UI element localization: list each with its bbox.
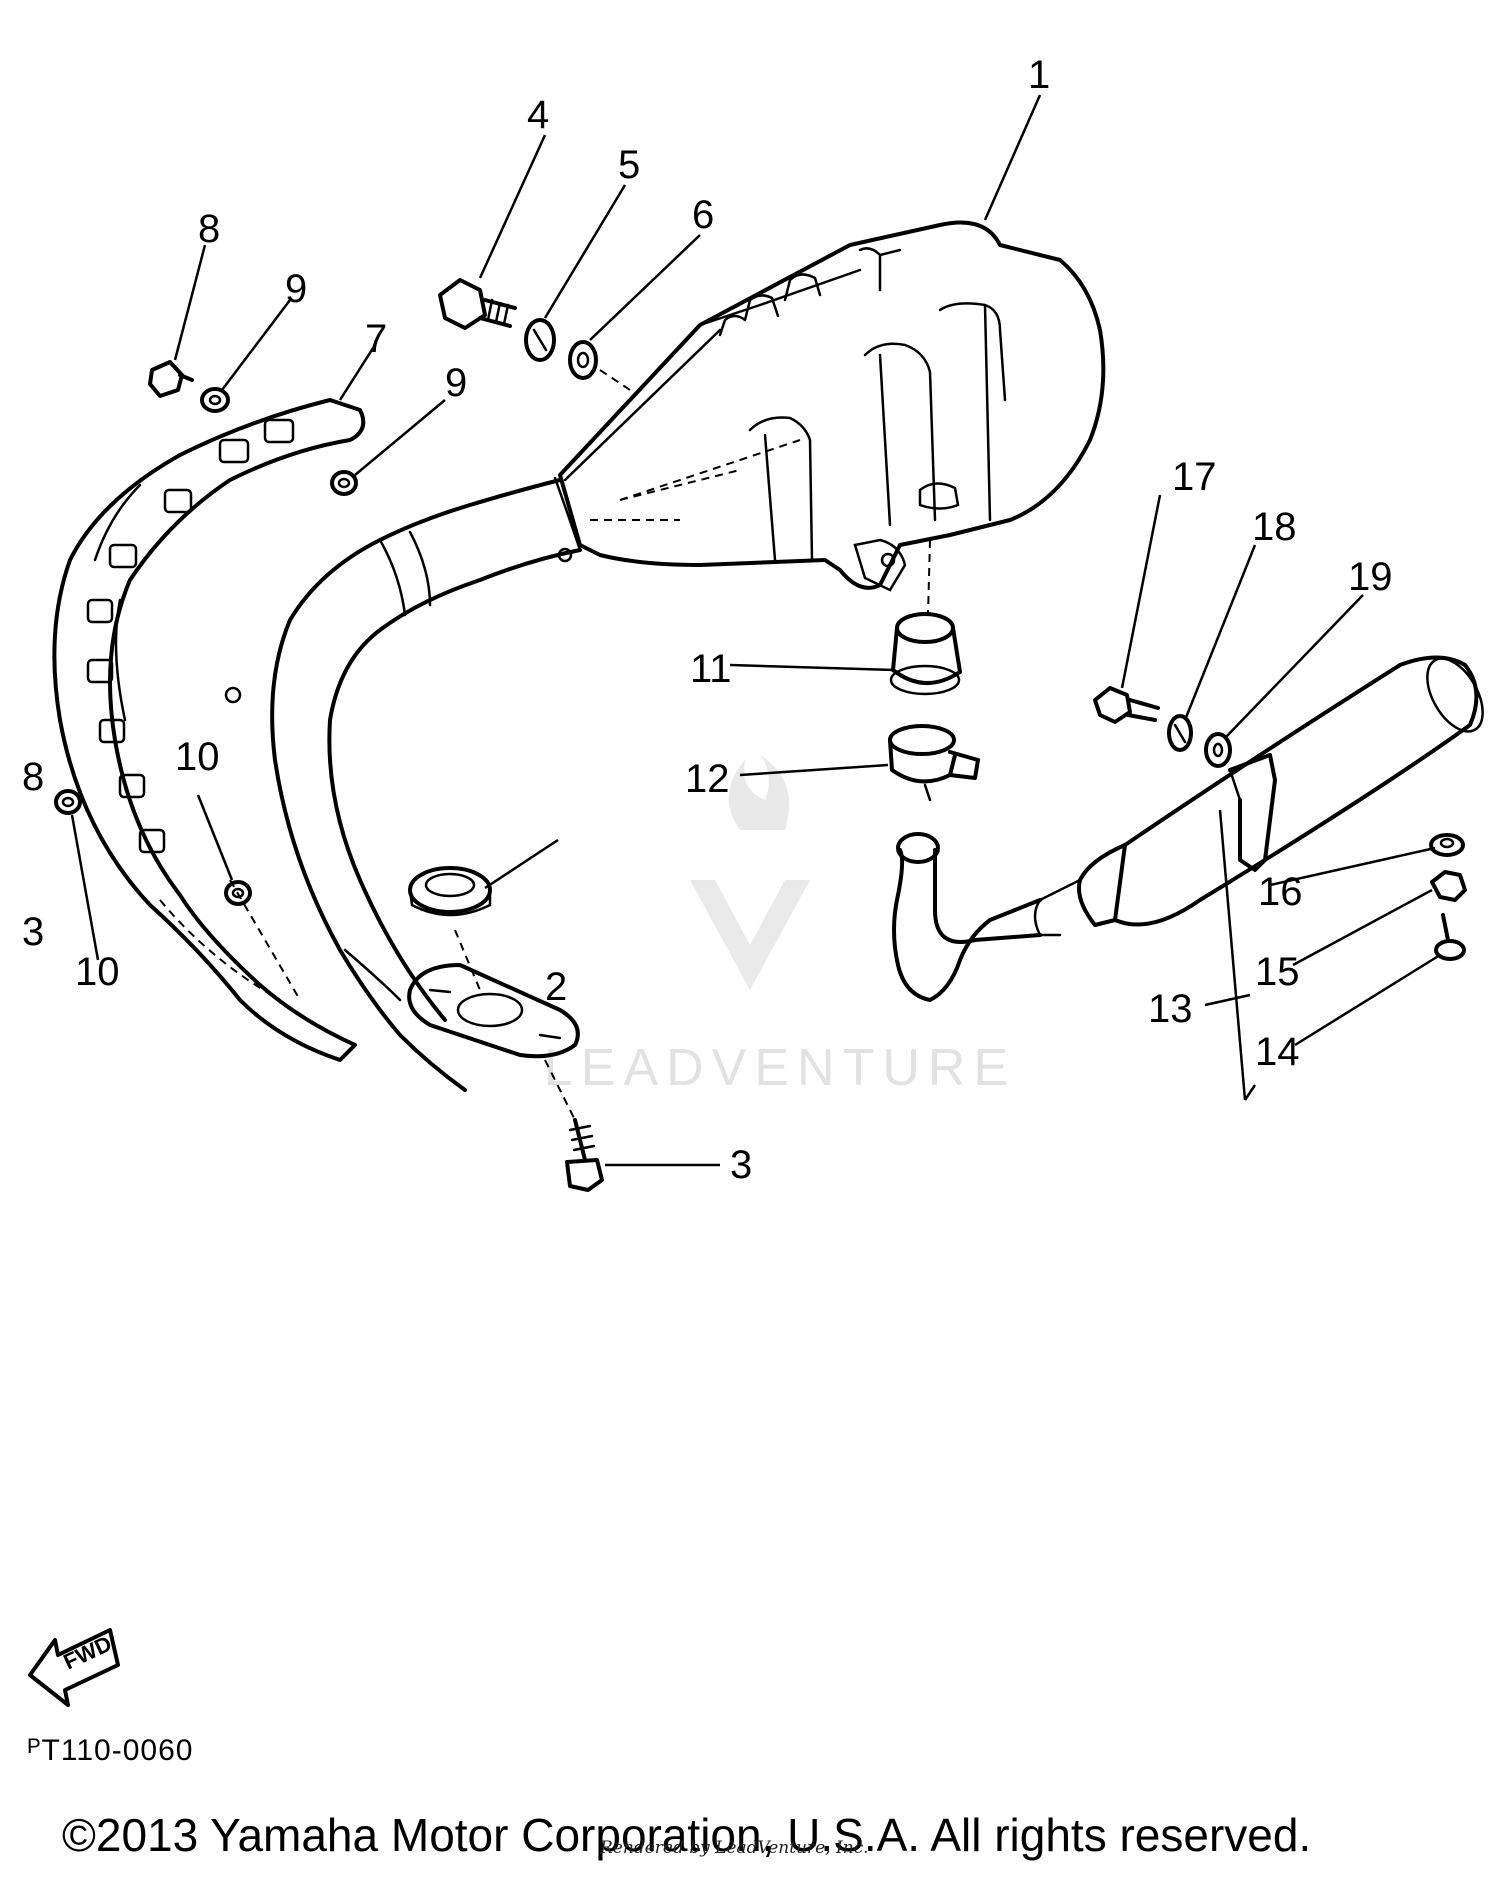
callout-2: 2 — [545, 965, 567, 1009]
forward-arrow-icon: FWD — [28, 1628, 120, 1707]
callout-10-left: 10 — [75, 950, 120, 994]
callout-8: 8 — [198, 207, 220, 251]
callout-19: 19 — [1348, 555, 1393, 599]
callout-14: 14 — [1255, 1030, 1300, 1074]
callout-1: 1 — [1028, 53, 1050, 97]
protector-washer-upper — [200, 387, 230, 413]
callout-15: 15 — [1255, 950, 1300, 994]
silencer-mount-bolt — [1093, 686, 1160, 724]
copyright-notice: ©2013 Yamaha Motor Corporation, U.S.A. A… — [62, 1809, 1312, 1861]
muffler-joint — [889, 539, 962, 696]
protector-bolt — [148, 360, 194, 398]
mount-bolt — [438, 278, 517, 330]
diagram-code: ᴾT110-0060 — [28, 1734, 194, 1767]
leadventure-watermark: LEADVENTURE — [544, 755, 1016, 1097]
silencer-bolt-lower — [1434, 913, 1466, 961]
silencer-washer — [1429, 833, 1465, 857]
watermark-text: LEADVENTURE — [544, 1039, 1016, 1097]
callout-10-right: 10 — [175, 735, 220, 779]
callout-16: 16 — [1258, 870, 1303, 914]
callout-12: 12 — [685, 757, 730, 801]
callout-9-upper: 9 — [285, 267, 307, 311]
exhaust-flange — [407, 929, 580, 1059]
exhaust-pipe — [224, 476, 582, 1092]
leader-lines — [70, 94, 1441, 1167]
protector-nut-right — [224, 880, 252, 906]
cut-callout-13: 3 — [22, 910, 44, 954]
protector-nut-left — [54, 789, 82, 815]
gasket — [408, 866, 492, 917]
flat-washer — [568, 340, 631, 391]
silencer-flat-washer — [1204, 732, 1232, 768]
muffler-chamber — [558, 220, 1106, 592]
spring-washer — [524, 318, 556, 362]
cut-callout-8: 8 — [22, 755, 44, 799]
render-credit: Rendered by LeadVenture, Inc. — [600, 1838, 869, 1858]
callout-6: 6 — [692, 193, 714, 237]
callout-4: 4 — [527, 93, 549, 137]
silencer-nut — [1430, 870, 1467, 902]
callouts: 1 2 3 4 5 6 7 8 9 9 10 10 11 12 13 14 15… — [22, 53, 1393, 1187]
callout-9-middle: 9 — [445, 361, 467, 405]
flange-bolt — [544, 1059, 604, 1192]
callout-17: 17 — [1172, 455, 1217, 499]
silencer — [892, 655, 1484, 1002]
protector-washer-middle — [330, 470, 358, 496]
callout-11: 11 — [690, 647, 732, 691]
callout-3: 3 — [730, 1143, 752, 1187]
callout-18: 18 — [1252, 505, 1297, 549]
callout-5: 5 — [618, 143, 640, 187]
clamp — [888, 724, 980, 802]
callout-7: 7 — [365, 317, 387, 361]
callout-13: 13 — [1148, 987, 1193, 1031]
heat-protector — [52, 398, 366, 1062]
silencer-spring-washer — [1167, 714, 1193, 752]
